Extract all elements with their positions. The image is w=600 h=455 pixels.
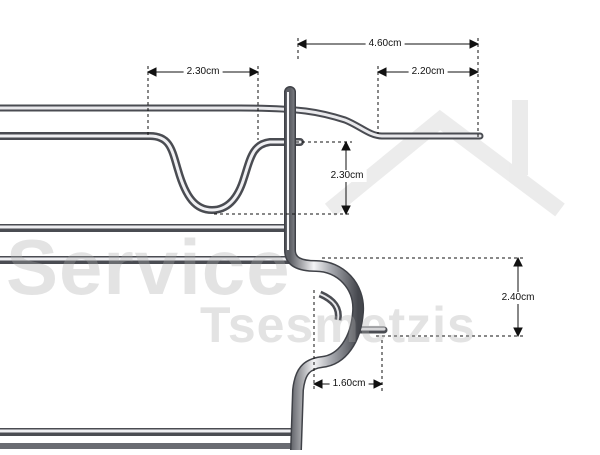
horizontal-rod-middle-2 [0,256,296,264]
dimension-label-top-overall: 4.60cm [365,38,405,50]
watermark-line-1: Service [6,223,291,311]
dimension-label-bottom-hook: 1.60cm [329,378,369,390]
horizontal-rod-top [0,104,484,140]
horizontal-rod-middle-1 [0,224,296,232]
dimension-label-vertical-hook: 2.40cm [498,292,538,304]
watermark-line-2: Tsesmetzis [200,297,476,353]
horizontal-rod-dip [0,132,304,215]
vertical-hanger-rod [284,86,365,455]
dimension-label-top-right-end: 2.20cm [408,66,448,78]
dimension-label-vertical-dip: 2.30cm [327,170,367,182]
watermark-house-icon [324,100,565,217]
dimension-label-top-left-bend: 2.30cm [183,66,223,78]
horizontal-rod-hook-end [356,326,388,334]
horizontal-rod-bottom [0,428,300,449]
